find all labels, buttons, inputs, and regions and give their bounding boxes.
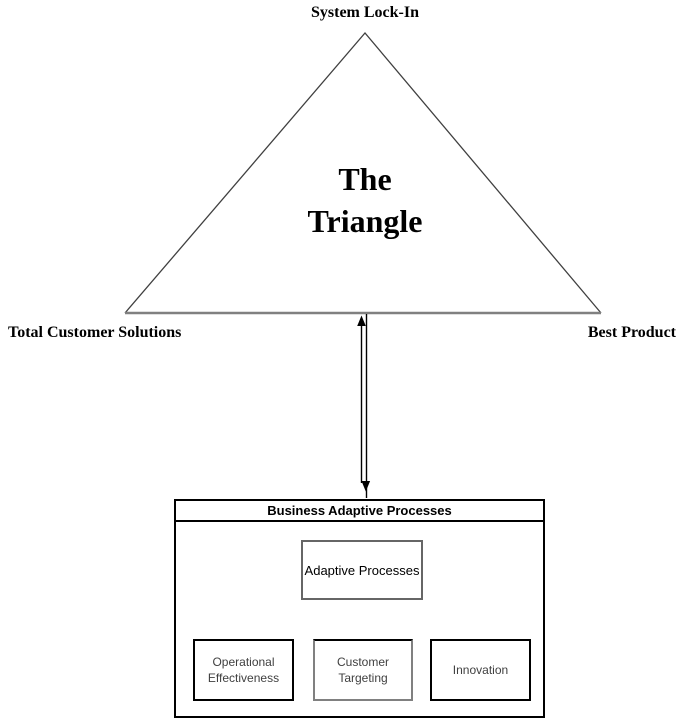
panel-header: Business Adaptive Processes (176, 501, 543, 522)
triangle-right-label: Best Product (587, 324, 676, 341)
center-title-line-1: The (338, 161, 392, 197)
triangle-top-label: System Lock-In (310, 4, 419, 21)
triangle-center-title: The Triangle (215, 158, 515, 242)
adaptive-processes-node: Adaptive Processes (301, 540, 423, 600)
center-title-line-2: Triangle (307, 203, 423, 239)
triangle-sides (124, 31, 602, 314)
innovation-label: Innovation (452, 663, 509, 677)
arrowhead-down-icon (361, 481, 371, 492)
operational-effectiveness-label: Operational Effectiveness (207, 655, 280, 685)
customer-targeting-node: Customer Targeting (313, 639, 413, 701)
innovation-node: Innovation (430, 639, 531, 701)
adaptive-processes-label: Adaptive Processes (304, 562, 420, 578)
arrowhead-up-icon (357, 315, 366, 326)
double-arrow-connector (357, 314, 371, 498)
customer-targeting-label: Customer Targeting (336, 655, 389, 685)
triangle-left-label: Total Customer Solutions (8, 324, 182, 341)
operational-effectiveness-node: Operational Effectiveness (193, 639, 294, 701)
